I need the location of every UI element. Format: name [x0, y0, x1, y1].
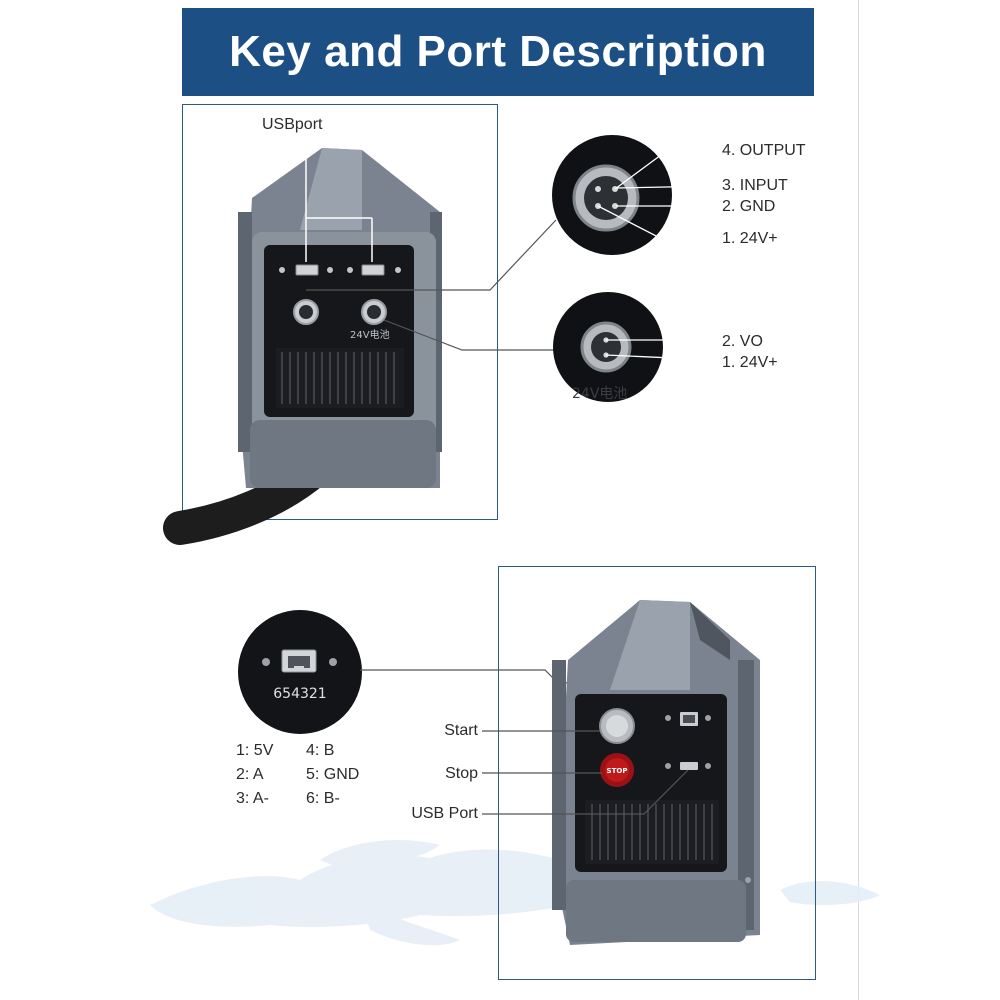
rj45-port-icon — [281, 649, 317, 673]
usb-port-icon — [279, 264, 333, 276]
panel-print: 24V电池 — [350, 328, 390, 341]
pinout-1: 1: 5V — [236, 742, 274, 759]
stop-label: Stop — [445, 765, 478, 782]
pinout-5: 5: GND — [306, 766, 360, 783]
page-title: Key and Port Description — [229, 27, 767, 76]
four-pin-pin-lines — [597, 151, 717, 239]
rj45-number-print: 654321 — [273, 686, 326, 702]
stop-button-icon: STOP — [600, 753, 634, 787]
vent-grille — [585, 800, 719, 864]
rj45-port-icon — [680, 712, 698, 726]
aviation-connector-icon — [293, 299, 319, 325]
two-pin-leader-line — [383, 319, 555, 351]
usb-port-icon — [680, 762, 698, 770]
pinout-3: 3: A- — [236, 790, 269, 807]
usb-leader-line — [482, 769, 689, 815]
pinout-4: 4: B — [306, 742, 335, 759]
pin-label-24v: 1. 24V+ — [722, 230, 778, 247]
top-device-frame — [182, 104, 498, 520]
usb-port-icon — [347, 264, 401, 276]
usb-port-label-bottom: USB Port — [411, 805, 478, 822]
divider — [858, 0, 859, 1000]
four-pin-leader-line — [306, 219, 557, 291]
pin-label-24v-2: 1. 24V+ — [722, 354, 778, 371]
pin-label-vo: 2. VO — [722, 333, 763, 350]
title-banner: Key and Port Description — [182, 8, 814, 96]
stop-button-text: STOP — [607, 767, 628, 775]
usb-callout-lines — [305, 136, 373, 262]
pin-label-output: 4. OUTPUT — [722, 142, 806, 159]
start-button-icon — [599, 708, 635, 744]
two-pin-bg-text: 24V电池 — [572, 386, 627, 402]
pinout-2: 2: A — [236, 766, 264, 783]
start-label: Start — [444, 722, 478, 739]
pin-label-input: 3. INPUT — [722, 177, 788, 194]
pinout-6: 6: B- — [306, 790, 340, 807]
aviation-connector-icon — [361, 299, 387, 325]
pin-label-gnd: 2. GND — [722, 198, 776, 215]
four-pin-connector-circle — [552, 135, 672, 255]
usb-port-label: USBport — [262, 116, 323, 133]
